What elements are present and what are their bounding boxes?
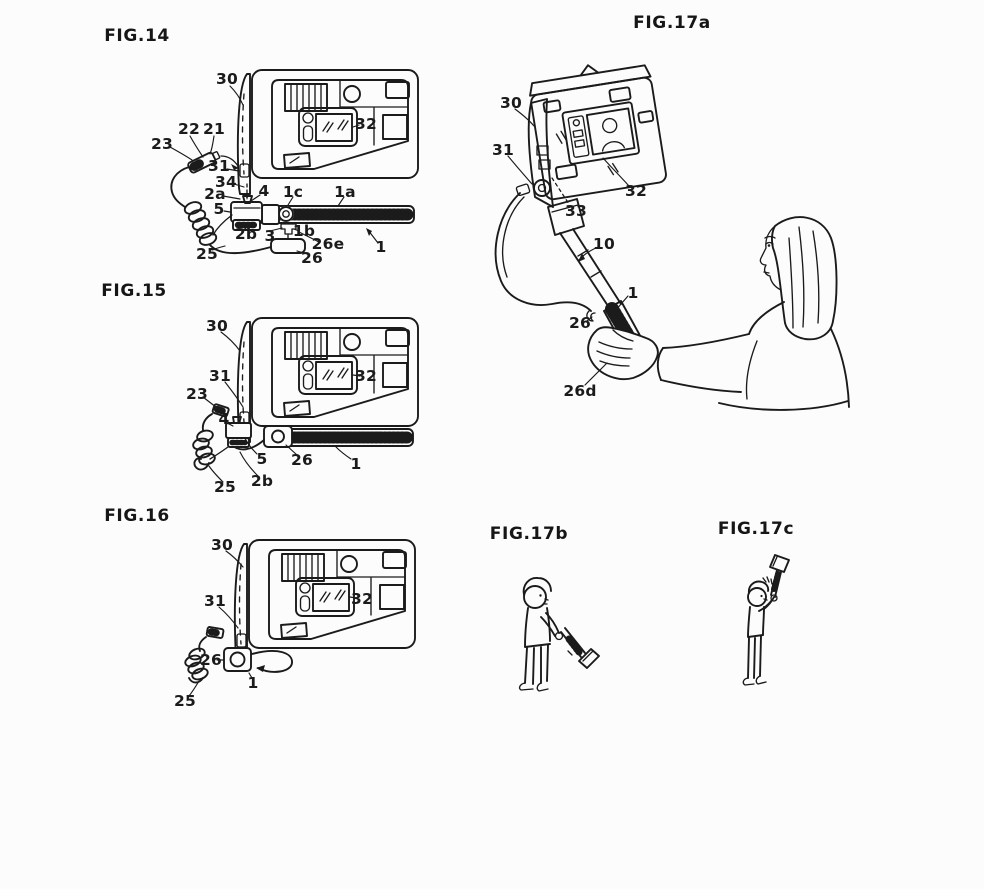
fig14-coiled-cord	[170, 166, 272, 255]
fig14-strap-fitting	[270, 223, 306, 254]
fig15-clamp	[225, 416, 252, 448]
fig14-leader-lines	[169, 85, 379, 255]
fig17a-leader-lines	[507, 108, 630, 386]
fig15-plug	[211, 403, 230, 418]
fig17b-pole-camera	[560, 627, 600, 669]
fig17a-hand	[587, 326, 659, 380]
fig17a-cord	[494, 192, 596, 322]
fig17b-art	[518, 577, 600, 692]
fig16-coiled-cord	[184, 636, 209, 684]
fig17c-pole-camera	[762, 554, 790, 598]
fig14-clamp	[230, 195, 280, 231]
fig16-connector	[223, 647, 293, 673]
fig17a-woman	[656, 216, 850, 411]
fig15-coiled-cord	[192, 413, 229, 471]
fig17a-art	[494, 64, 850, 411]
fig17c-person	[742, 580, 778, 686]
fig16-camera-back	[233, 539, 416, 665]
fig15-strap-rail	[231, 425, 414, 451]
fig14-plug	[187, 151, 239, 174]
fig17b-person	[518, 577, 564, 692]
fig17c-art	[742, 554, 790, 686]
fig16-art	[184, 539, 416, 697]
fig14-camera-back	[236, 69, 419, 195]
fig14-alignment-arrow	[245, 183, 249, 200]
fig17a-grip	[515, 98, 554, 208]
fig15-camera-back	[236, 317, 419, 443]
fig17a-camera	[529, 64, 667, 201]
fig16-plug	[205, 626, 225, 639]
fig15-leader-lines	[202, 331, 361, 483]
fig16-leader-lines	[188, 550, 357, 697]
fig14-strap-rail	[257, 205, 415, 224]
fig15-art	[192, 317, 419, 483]
fig14-art	[169, 69, 419, 255]
